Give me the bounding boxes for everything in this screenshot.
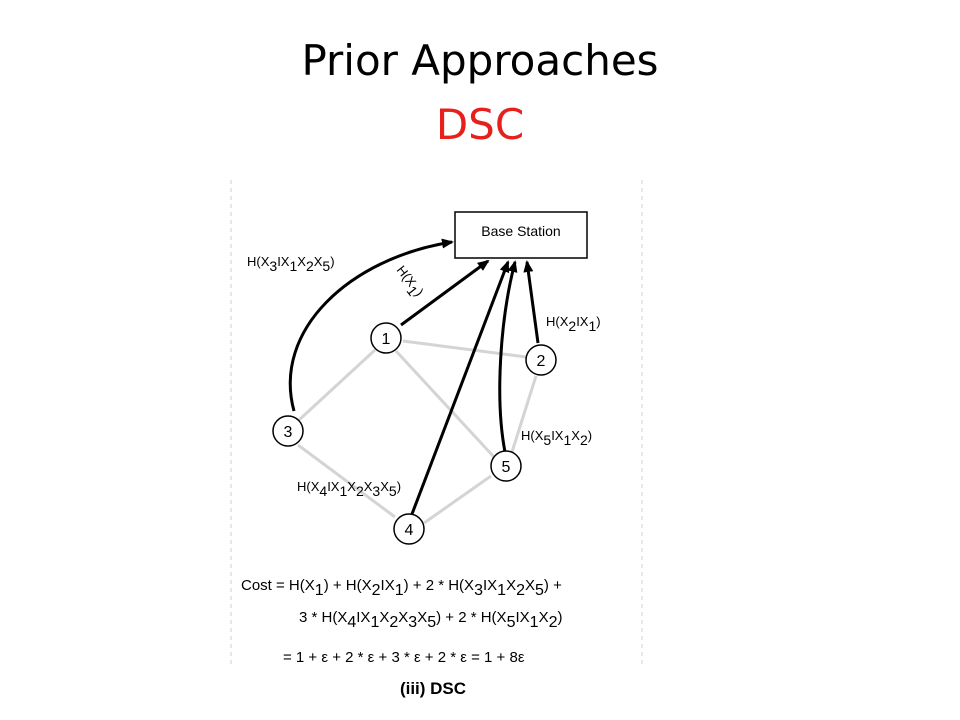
link-3-4 (297, 443, 396, 519)
link-1-2 (402, 339, 527, 359)
cost-line-3: = 1 + ε + 2 * ε + 3 * ε + 2 * ε = 1 + 8ε (283, 649, 525, 666)
node-3: 3 (272, 415, 304, 447)
node-4: 4 (393, 513, 425, 545)
arrow-node2-to-base (523, 260, 540, 344)
network-links (297, 339, 538, 525)
node-5-label: 5 (502, 459, 511, 476)
node-4-circle (393, 513, 425, 545)
node-1: 1 (370, 322, 402, 354)
edge-label-x1: H(X1) (390, 263, 427, 303)
cost-line-1: Cost = H(X1) + H(X2IX1) + 2 * H(X3IX1X2X… (241, 577, 562, 599)
node-4-label: 4 (405, 522, 414, 539)
node-5-circle (490, 450, 522, 482)
edge-label-x5: H(X5IX1X2) (521, 428, 592, 448)
edge-label-x4: H(X4IX1X2X3X5) (297, 479, 401, 499)
arrow-node5-to-base (498, 260, 518, 453)
edge-label-x2: H(X2IX1) (546, 314, 601, 334)
cost-line-2: 3 * H(X4IX1X2X3X5) + 2 * H(X5IX1X2) (299, 609, 562, 631)
link-5-2 (510, 375, 538, 453)
slide-title: Prior Approaches (301, 36, 659, 85)
arrow-node1-to-base (400, 259, 490, 327)
node-5: 5 (490, 450, 522, 482)
node-3-circle (272, 415, 304, 447)
node-1-label: 1 (382, 331, 391, 348)
node-2-label: 2 (537, 353, 546, 370)
node-3-label: 3 (284, 424, 293, 441)
slide-subtitle: DSC (435, 100, 525, 149)
figure-caption: (iii) DSC (400, 679, 466, 698)
link-1-5 (394, 349, 496, 459)
flow-arrows (288, 238, 540, 515)
link-4-5 (423, 474, 492, 525)
node-2-circle (525, 344, 557, 376)
node-1-circle (370, 322, 402, 354)
arrow-node4-to-base (410, 260, 510, 515)
link-1-3 (297, 348, 377, 422)
arrow-node3-to-base (288, 238, 454, 412)
base-station-label: Base Station (481, 223, 560, 239)
edge-label-x3: H(X3IX1X2X5) (247, 254, 335, 274)
base-station-box (454, 211, 588, 259)
node-2: 2 (525, 344, 557, 376)
